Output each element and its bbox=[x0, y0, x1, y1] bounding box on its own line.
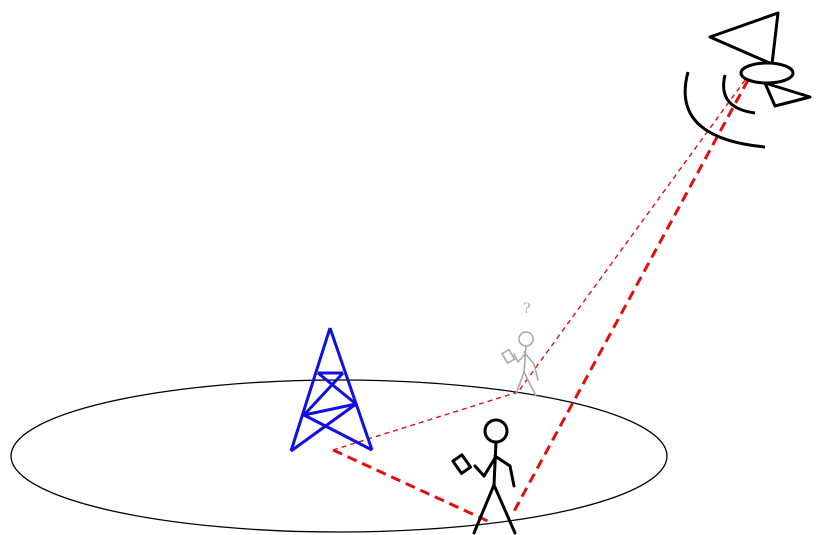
satellite-solar-panel-top bbox=[708, 11, 780, 66]
uncertain-user-question-mark: ? bbox=[523, 301, 531, 317]
signal-path-satellite-to-user bbox=[510, 79, 750, 516]
satellite-solar-panel-bottom bbox=[763, 81, 812, 108]
signal-path-satellite-to-uncertain-user bbox=[517, 79, 746, 393]
user bbox=[451, 418, 517, 535]
satellite-wave-inner bbox=[722, 74, 756, 115]
user-phone-icon bbox=[451, 453, 473, 475]
signal-paths bbox=[332, 79, 750, 525]
satellite-body bbox=[739, 61, 795, 85]
user-head bbox=[483, 418, 509, 444]
signal-path-tower-to-user bbox=[332, 448, 493, 525]
coverage-area bbox=[10, 379, 668, 533]
satellite-wave-outer bbox=[683, 71, 766, 149]
cell-tower-icon bbox=[289, 327, 374, 453]
uncertain-user: ? bbox=[500, 301, 539, 397]
satellite-icon bbox=[683, 11, 812, 149]
uncertain-user-head bbox=[518, 331, 534, 347]
uncertain-user-phone-icon bbox=[500, 348, 516, 365]
